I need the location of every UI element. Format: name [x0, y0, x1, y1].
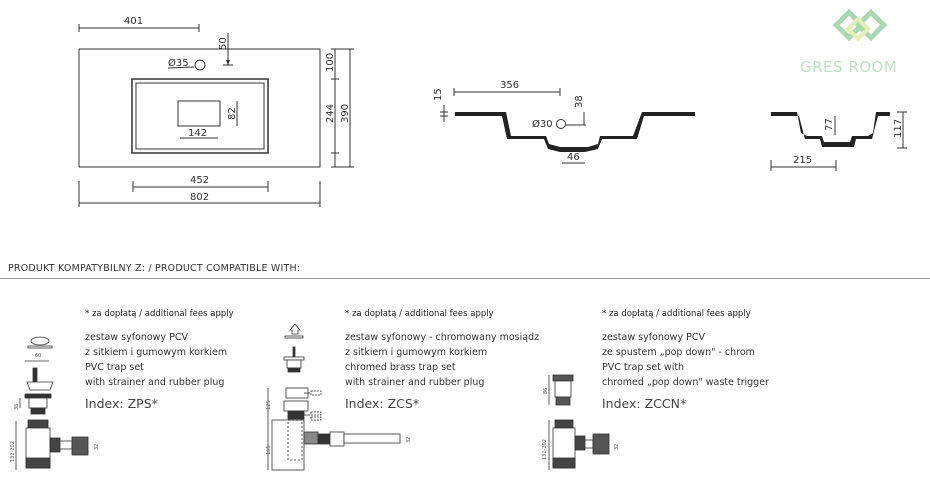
side-view: [440, 88, 695, 164]
product-index: Index: ZCS*: [345, 396, 420, 411]
dim-244: 244: [325, 104, 336, 123]
product-index: Index: ZCCN*: [602, 396, 687, 411]
dim-117: 117: [893, 119, 904, 138]
dim-390: 390: [340, 104, 351, 123]
dim-215: 215: [793, 155, 812, 166]
desc-line: ze spustem „pop down" - chrom: [602, 347, 755, 358]
dim-100: 100: [325, 53, 336, 72]
trap-zccn-drawing: [548, 374, 610, 470]
dim-86: 86: [543, 388, 549, 394]
product-zccn: * za dopłatą / additional fees apply zes…: [602, 307, 769, 411]
logo-icon: [832, 8, 888, 42]
fee-note: * za dopłatą / additional fees apply: [602, 309, 751, 319]
desc-line: zestaw syfonowy PCV: [85, 332, 188, 343]
dim-356: 356: [500, 80, 519, 91]
compat-heading: PRODUKT KOMPATYBILNY Z: / PRODUCT COMPAT…: [8, 263, 301, 274]
dim-132-202: 132-202: [10, 441, 16, 462]
fee-note: * za dopłatą / additional fees apply: [345, 309, 494, 319]
desc-line: PVC trap set: [85, 362, 144, 373]
dim-46: 46: [567, 152, 580, 163]
trap-zps-drawing: [15, 336, 89, 470]
product-zcs: * za dopłatą / additional fees apply zes…: [345, 307, 539, 411]
end-view: [770, 111, 907, 171]
dim-36: 36: [14, 404, 20, 410]
dim-15: 15: [433, 88, 444, 101]
trap-zcs-drawing: [267, 323, 401, 471]
desc-line: with strainer and rubber plug: [85, 377, 225, 388]
fee-note: * za dopłatą / additional fees apply: [85, 309, 234, 319]
dim-tap-diameter: Ø35: [168, 57, 189, 69]
dim-125: 125: [266, 400, 272, 410]
dim-132-202-zccn: 132-202: [542, 439, 548, 460]
dim-142: 142: [188, 128, 207, 139]
dim-82: 82: [227, 107, 238, 120]
product-zps: * za dopłatą / additional fees apply zes…: [85, 307, 234, 411]
dim-38: 38: [574, 95, 585, 108]
desc-line: zestaw syfonowy - chromowany mosiądz: [345, 332, 540, 343]
desc-line: z sitkiem i gumowym korkiem: [345, 347, 488, 358]
desc-line: chromed brass trap set: [345, 362, 456, 373]
dim-overflow-diameter: Ø30: [532, 118, 553, 130]
dim-50: 50: [218, 37, 229, 50]
logo-text: GRES ROOM: [800, 58, 898, 76]
dim-401: 401: [124, 16, 143, 27]
desc-line: PVC trap set with: [602, 362, 685, 373]
desc-line: zestaw syfonowy PCV: [602, 332, 705, 343]
divider: [0, 278, 930, 279]
product-index: Index: ZPS*: [85, 396, 158, 411]
desc-line: chromed „pop down" waste trigger: [602, 377, 769, 388]
dim-802: 802: [190, 192, 209, 203]
dim-77: 77: [824, 118, 835, 131]
dim-165: 165: [266, 445, 272, 455]
top-view: [78, 24, 354, 207]
dim-32-zccn: 32: [614, 444, 620, 450]
dim-32-zcs: 32: [406, 437, 412, 443]
dim-452: 452: [190, 175, 209, 186]
dim-60: 60: [35, 353, 41, 359]
desc-line: z sitkiem i gumowym korkiem: [85, 347, 228, 358]
desc-line: with strainer and rubber plug: [345, 377, 485, 388]
dim-32: 32: [94, 444, 100, 450]
